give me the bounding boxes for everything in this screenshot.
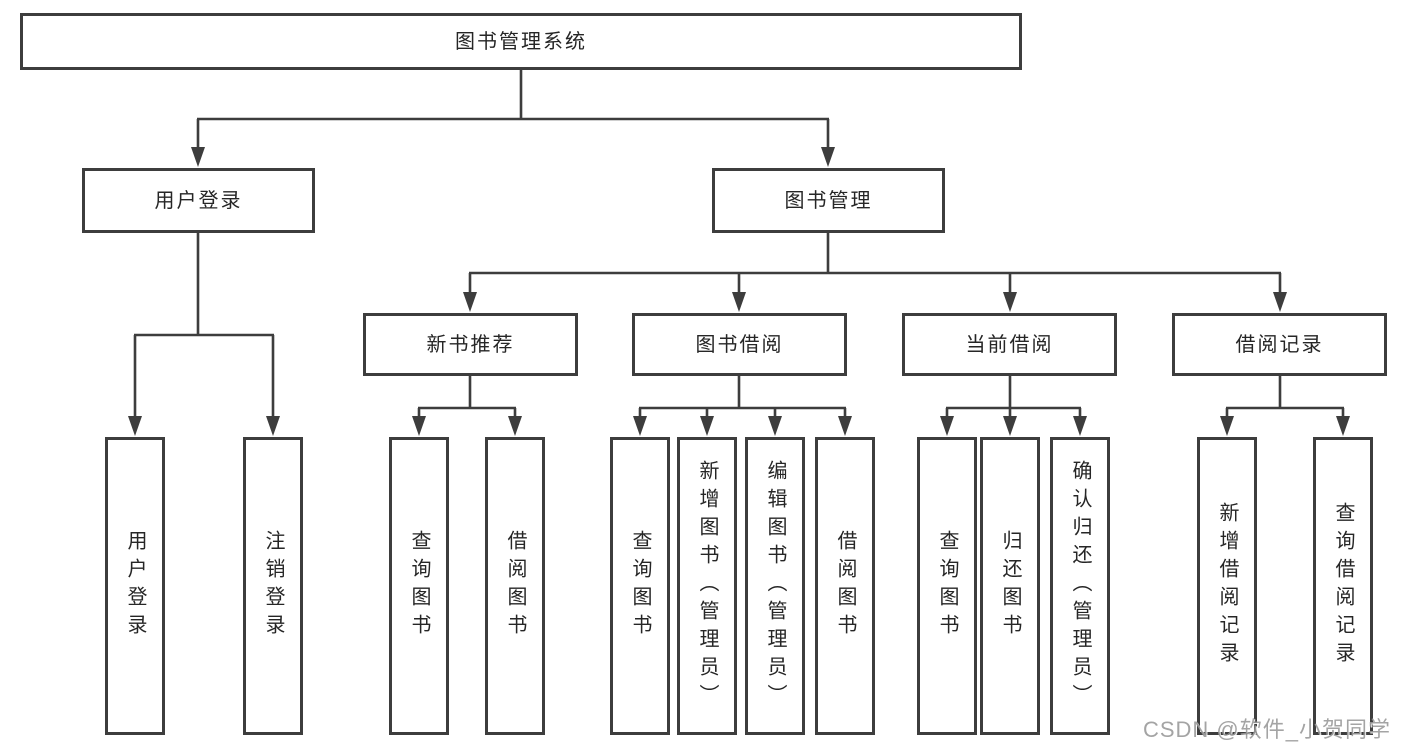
leaf-add-book-admin: 新增图书（管理员） [677, 437, 737, 735]
connector-user-login-to-leaves [128, 233, 280, 436]
arrowhead-down-icon [1003, 292, 1017, 312]
connector-line [945, 376, 1082, 417]
arrowhead-down-icon [633, 416, 647, 436]
arrowhead-down-icon [1073, 416, 1087, 436]
connector-borrow-records-to-leaves [1220, 376, 1350, 436]
arrowhead-down-icon [732, 292, 746, 312]
connector-line [638, 376, 847, 417]
connector-line [417, 376, 517, 417]
connector-new-book-recommend-to-leaves [412, 376, 522, 436]
arrowhead-down-icon [700, 416, 714, 436]
leaf-logout: 注销登录 [243, 437, 303, 735]
node-user-login: 用户登录 [82, 168, 315, 233]
node-new-book-recommend: 新书推荐 [363, 313, 578, 376]
arrowhead-down-icon [1273, 292, 1287, 312]
leaf-return-books: 归还图书 [980, 437, 1040, 735]
arrowhead-down-icon [191, 147, 205, 167]
leaf-borrow-books: 借阅图书 [815, 437, 875, 735]
connector-line [196, 70, 830, 149]
arrowhead-down-icon [266, 416, 280, 436]
connector-book-management-to-level3 [463, 233, 1287, 312]
leaf-query-borrow-record: 查询借阅记录 [1313, 437, 1373, 735]
leaf-add-borrow-record: 新增借阅记录 [1197, 437, 1257, 735]
arrowhead-down-icon [1003, 416, 1017, 436]
connector-line [1225, 376, 1345, 417]
arrowhead-down-icon [128, 416, 142, 436]
leaf-edit-book-admin: 编辑图书（管理员） [745, 437, 805, 735]
node-current-borrow: 当前借阅 [902, 313, 1117, 376]
leaf-query-books-recommend: 查询图书 [389, 437, 449, 735]
leaf-query-books-borrow: 查询图书 [610, 437, 670, 735]
arrowhead-down-icon [508, 416, 522, 436]
leaf-confirm-return-admin: 确认归还（管理员） [1050, 437, 1110, 735]
arrowhead-down-icon [463, 292, 477, 312]
connector-line [133, 233, 275, 417]
leaf-user-login: 用户登录 [105, 437, 165, 735]
leaf-borrow-books-recommend: 借阅图书 [485, 437, 545, 735]
node-root: 图书管理系统 [20, 13, 1022, 70]
watermark: CSDN @软件_小贺同学 [1142, 717, 1391, 742]
arrowhead-down-icon [1336, 416, 1350, 436]
arrowhead-down-icon [940, 416, 954, 436]
node-borrow-records: 借阅记录 [1172, 313, 1387, 376]
arrowhead-down-icon [412, 416, 426, 436]
leaf-query-books-current: 查询图书 [917, 437, 977, 735]
connector-book-borrow-to-leaves [633, 376, 852, 436]
node-book-borrow: 图书借阅 [632, 313, 847, 376]
connector-root-to-level2 [191, 70, 835, 167]
arrowhead-down-icon [1220, 416, 1234, 436]
connector-current-borrow-to-leaves [940, 376, 1087, 436]
arrowhead-down-icon [768, 416, 782, 436]
node-book-management: 图书管理 [712, 168, 945, 233]
connector-line [468, 233, 1282, 294]
arrowhead-down-icon [838, 416, 852, 436]
arrowhead-down-icon [821, 147, 835, 167]
